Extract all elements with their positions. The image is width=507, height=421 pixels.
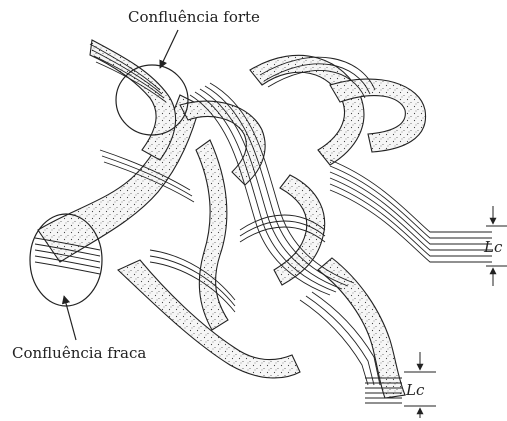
strong-confluence-label: Confluência forte bbox=[128, 8, 260, 26]
lc-bottom-label: Lc bbox=[405, 381, 425, 399]
weak-confluence-arrow bbox=[64, 296, 76, 340]
weak-confluence-label: Confluência fraca bbox=[12, 344, 146, 362]
ribbon-center-vertical bbox=[196, 140, 228, 330]
ribbon-upper-mid bbox=[180, 101, 265, 185]
strong-confluence-arrow bbox=[160, 30, 178, 68]
lc-right-label: Lc bbox=[483, 238, 503, 256]
